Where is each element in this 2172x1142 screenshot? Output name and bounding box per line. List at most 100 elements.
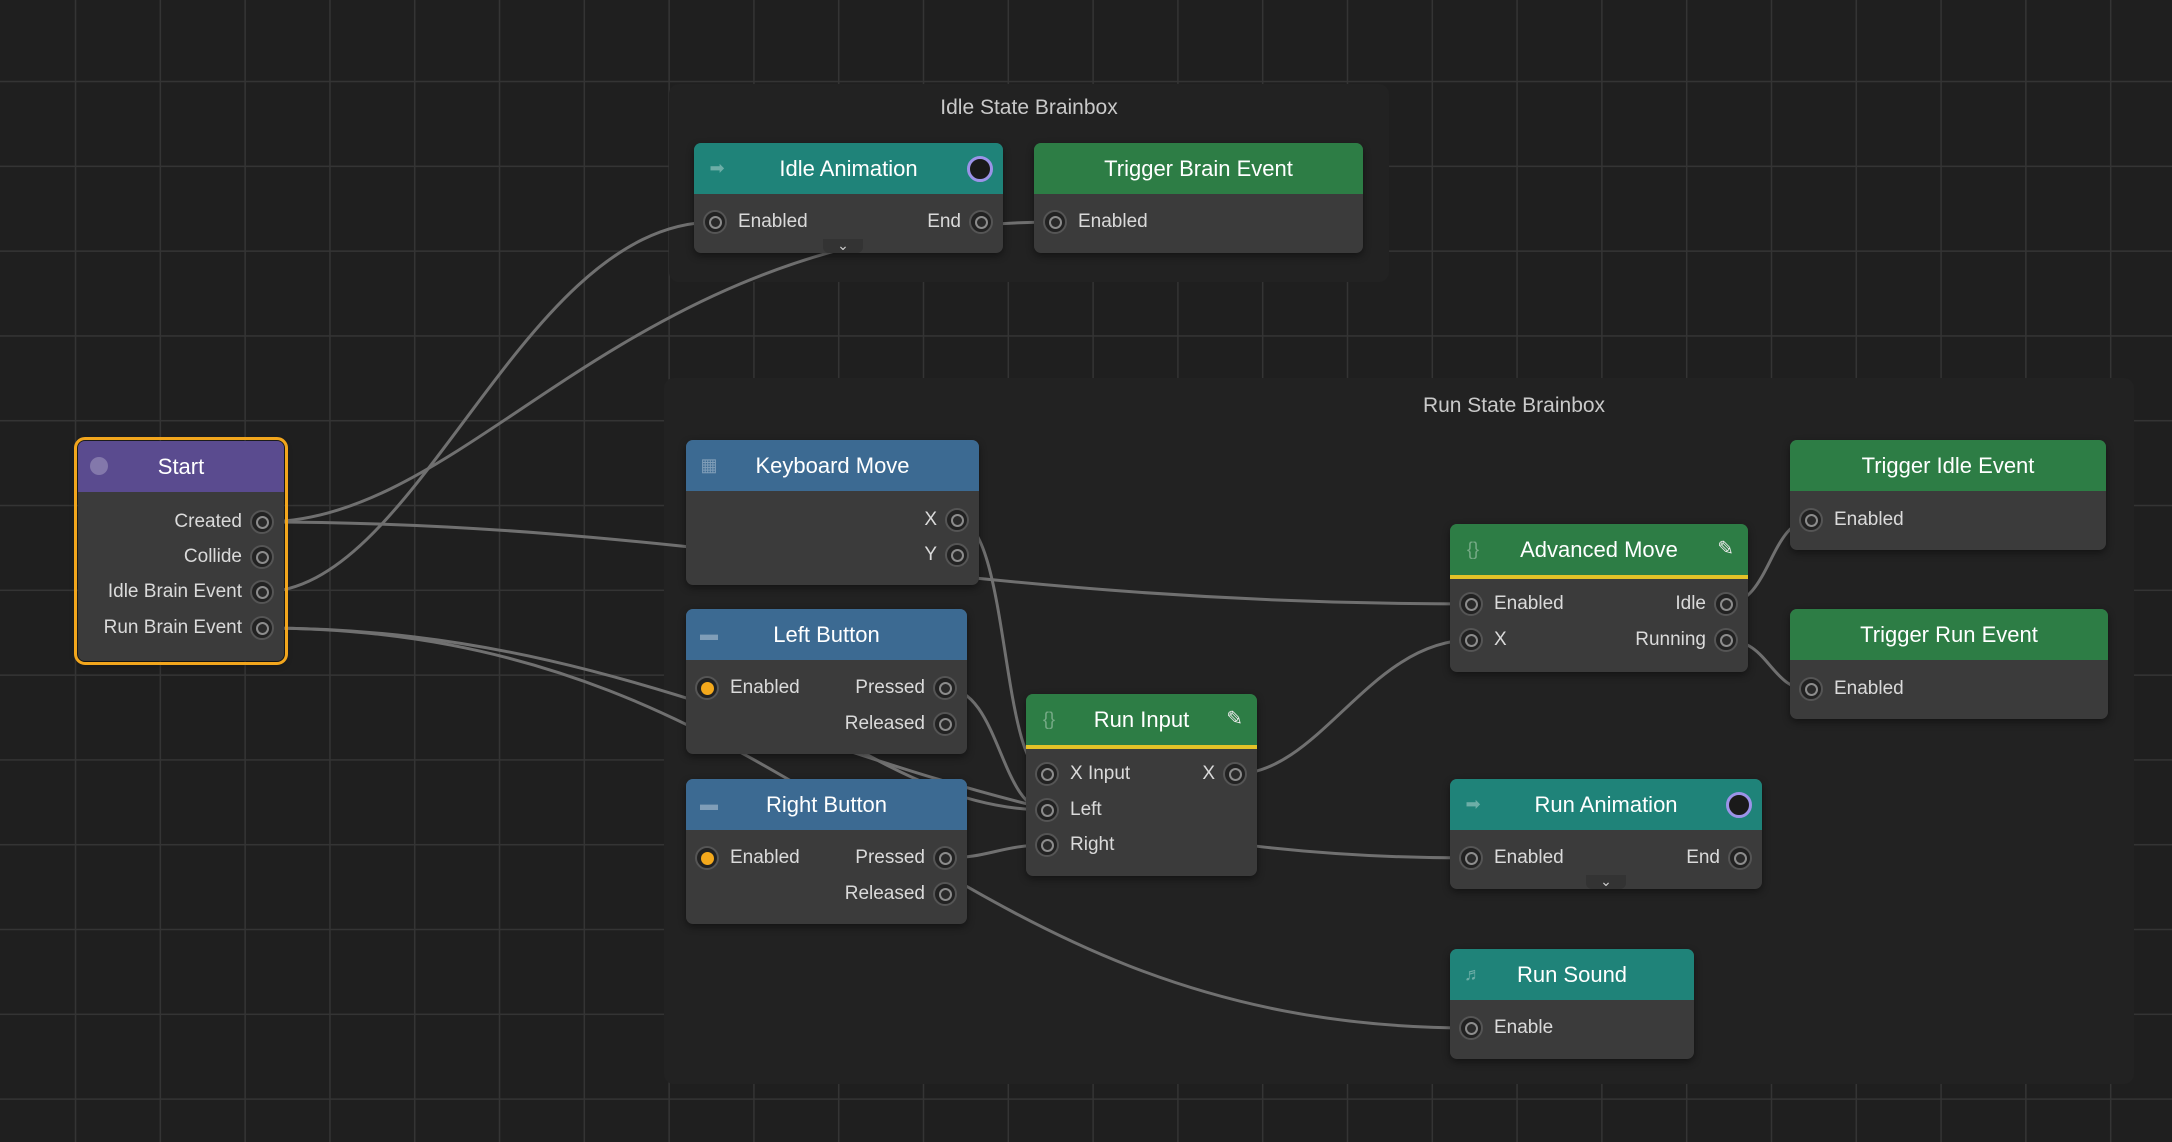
advanced-move-idle-output-port[interactable] xyxy=(1714,592,1738,616)
idle-animation-header[interactable]: ➡ Idle Animation xyxy=(694,143,1003,194)
animation-status-ring-icon[interactable] xyxy=(1726,792,1752,818)
run-sound-node[interactable]: ♬ Run Sound Enable xyxy=(1450,949,1694,1059)
trigger-idle-event-enabled-label: Enabled xyxy=(1834,509,1904,530)
start-node-title: Start xyxy=(157,453,205,479)
trigger-brain-event-node[interactable]: Trigger Brain Event Enabled xyxy=(1034,143,1363,253)
right-button-node[interactable]: ▬ Right Button Enabled Pressed Released xyxy=(686,779,967,924)
animation-status-ring-icon[interactable] xyxy=(967,156,993,182)
run-input-node[interactable]: {} Run Input ✎ X Input X Left Right xyxy=(1026,694,1257,876)
idle-animation-node[interactable]: ➡ Idle Animation Enabled End ⌄ xyxy=(694,143,1003,253)
run-animation-title: Run Animation xyxy=(1534,791,1678,817)
left-button-enabled-input-port[interactable] xyxy=(695,676,719,700)
speaker-icon: ♬ xyxy=(1464,964,1482,984)
advanced-move-enabled-input-port[interactable] xyxy=(1459,592,1483,616)
created-label: Created xyxy=(174,511,242,532)
run-animation-end-label: End xyxy=(1686,847,1720,868)
trigger-run-event-header[interactable]: Trigger Run Event xyxy=(1790,609,2108,660)
advanced-move-idle-label: Idle xyxy=(1675,593,1706,614)
right-button-pressed-output-port[interactable] xyxy=(933,846,957,870)
right-button-header[interactable]: ▬ Right Button xyxy=(686,779,967,830)
run-input-x-input-port[interactable] xyxy=(1035,762,1059,786)
trigger-brain-event-title: Trigger Brain Event xyxy=(1104,155,1293,181)
right-button-released-label: Released xyxy=(844,883,925,904)
left-button-released-output-port[interactable] xyxy=(933,712,957,736)
advanced-move-header[interactable]: {} Advanced Move ✎ xyxy=(1450,524,1748,579)
button-icon: ▬ xyxy=(700,624,718,644)
keyboard-move-header[interactable]: ▦ Keyboard Move xyxy=(686,440,979,491)
run-input-left-label: Left xyxy=(1070,799,1102,820)
idle-brain-event-label: Idle Brain Event xyxy=(107,581,242,602)
left-button-title: Left Button xyxy=(773,621,880,647)
script-braces-icon: {} xyxy=(1042,709,1056,729)
run-brain-event-label: Run Brain Event xyxy=(103,617,242,638)
advanced-move-running-label: Running xyxy=(1635,629,1706,650)
collide-output-port[interactable] xyxy=(250,545,274,569)
run-input-right-label: Right xyxy=(1070,834,1115,855)
right-button-enabled-label: Enabled xyxy=(730,847,800,868)
keyboard-move-x-label: X xyxy=(924,509,937,530)
right-button-enabled-input-port[interactable] xyxy=(695,846,719,870)
left-button-header[interactable]: ▬ Left Button xyxy=(686,609,967,660)
keyboard-move-title: Keyboard Move xyxy=(755,452,910,478)
left-button-pressed-output-port[interactable] xyxy=(933,676,957,700)
keyboard-move-y-output-port[interactable] xyxy=(945,543,969,567)
trigger-brain-event-header[interactable]: Trigger Brain Event xyxy=(1034,143,1363,194)
pencil-icon[interactable]: ✎ xyxy=(1226,708,1243,730)
start-node[interactable]: Start Created Collide Idle Brain Event R… xyxy=(74,437,288,665)
idle-brain-event-output-port[interactable] xyxy=(250,580,274,604)
run-sound-enable-input-port[interactable] xyxy=(1459,1016,1483,1040)
trigger-idle-event-enabled-input-port[interactable] xyxy=(1799,508,1823,532)
idle-animation-enabled-input-port[interactable] xyxy=(703,210,727,234)
animation-arrow-icon: ➡ xyxy=(709,158,725,178)
run-animation-enabled-input-port[interactable] xyxy=(1459,846,1483,870)
created-output-port[interactable] xyxy=(250,510,274,534)
advanced-move-node[interactable]: {} Advanced Move ✎ Enabled Idle X Runnin… xyxy=(1450,524,1748,672)
run-input-x-label: X xyxy=(1202,763,1215,784)
run-input-left-input-port[interactable] xyxy=(1035,798,1059,822)
right-button-released-output-port[interactable] xyxy=(933,882,957,906)
trigger-brain-event-enabled-label: Enabled xyxy=(1078,211,1148,232)
trigger-run-event-node[interactable]: Trigger Run Event Enabled xyxy=(1790,609,2108,719)
trigger-run-event-title: Trigger Run Event xyxy=(1860,621,2038,647)
expand-chevron-down-icon[interactable]: ⌄ xyxy=(1586,874,1626,889)
run-state-brainbox-title: Run State Brainbox xyxy=(1422,394,1606,417)
right-button-title: Right Button xyxy=(765,791,888,817)
advanced-move-x-input-port[interactable] xyxy=(1459,628,1483,652)
run-input-x-output-port[interactable] xyxy=(1223,762,1247,786)
pencil-icon[interactable]: ✎ xyxy=(1717,538,1734,560)
run-animation-header[interactable]: ➡ Run Animation xyxy=(1450,779,1762,830)
collide-label: Collide xyxy=(183,546,242,567)
run-animation-end-output-port[interactable] xyxy=(1728,846,1752,870)
left-button-node[interactable]: ▬ Left Button Enabled Pressed Released xyxy=(686,609,967,754)
run-input-header[interactable]: {} Run Input ✎ xyxy=(1026,694,1257,749)
run-animation-enabled-label: Enabled xyxy=(1494,847,1564,868)
idle-state-brainbox-title: Idle State Brainbox xyxy=(940,96,1118,119)
idle-animation-end-label: End xyxy=(927,211,961,232)
left-button-enabled-label: Enabled xyxy=(730,677,800,698)
keyboard-move-node[interactable]: ▦ Keyboard Move X Y xyxy=(686,440,979,585)
wire-run-input-x-advanced-move-x xyxy=(1233,638,1473,776)
script-braces-icon: {} xyxy=(1466,539,1480,559)
run-sound-header[interactable]: ♬ Run Sound xyxy=(1450,949,1694,1000)
play-circle-icon xyxy=(90,457,108,475)
run-input-x-input-label: X Input xyxy=(1070,763,1131,784)
expand-chevron-down-icon[interactable]: ⌄ xyxy=(823,238,863,253)
idle-animation-enabled-label: Enabled xyxy=(738,211,808,232)
start-node-header[interactable]: Start xyxy=(78,441,284,492)
idle-animation-end-output-port[interactable] xyxy=(969,210,993,234)
trigger-brain-event-enabled-input-port[interactable] xyxy=(1043,210,1067,234)
button-icon: ▬ xyxy=(700,794,718,814)
keyboard-move-x-output-port[interactable] xyxy=(945,508,969,532)
right-button-pressed-label: Pressed xyxy=(855,847,925,868)
run-input-right-input-port[interactable] xyxy=(1035,833,1059,857)
trigger-idle-event-header[interactable]: Trigger Idle Event xyxy=(1790,440,2106,491)
run-brain-event-output-port[interactable] xyxy=(250,616,274,640)
trigger-run-event-enabled-input-port[interactable] xyxy=(1799,677,1823,701)
run-animation-node[interactable]: ➡ Run Animation Enabled End ⌄ xyxy=(1450,779,1762,889)
animation-arrow-icon: ➡ xyxy=(1465,794,1481,814)
trigger-idle-event-node[interactable]: Trigger Idle Event Enabled xyxy=(1790,440,2106,550)
advanced-move-running-output-port[interactable] xyxy=(1714,628,1738,652)
wire-idle-brain-event-idle-animation xyxy=(260,220,717,594)
advanced-move-title: Advanced Move xyxy=(1520,536,1678,562)
advanced-move-enabled-label: Enabled xyxy=(1494,593,1564,614)
